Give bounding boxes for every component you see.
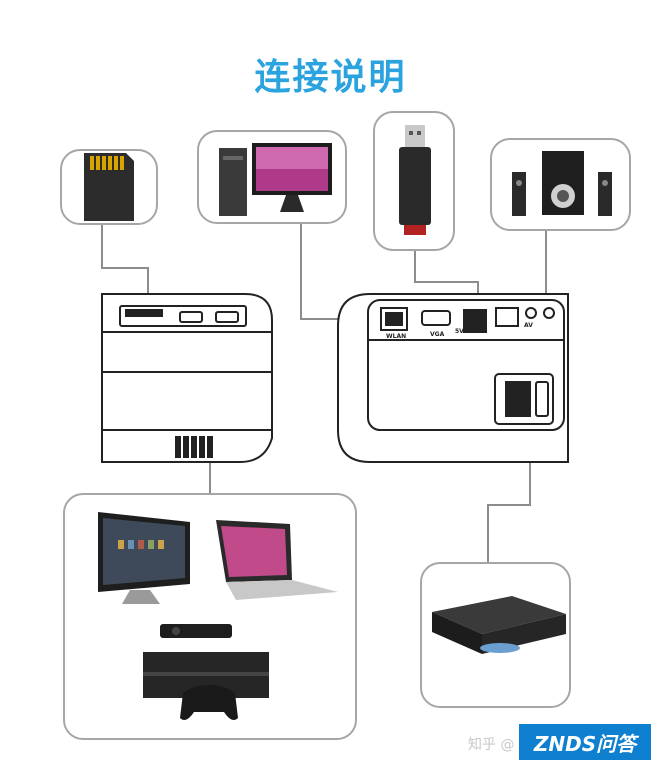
game-console-icon xyxy=(143,624,269,720)
tv-monitor-icon xyxy=(98,512,190,604)
usb-drive-icon xyxy=(399,125,431,235)
vga-port-label: VGA xyxy=(430,331,445,338)
page-title: 连接说明 xyxy=(254,57,407,98)
znds-logo: ZNDS问答 xyxy=(517,722,653,762)
projector-left-side xyxy=(101,293,273,463)
pc-icon xyxy=(219,143,332,216)
av-port-label: AV xyxy=(524,322,533,329)
zhihu-watermark: 知乎 @ xyxy=(468,737,515,753)
wlan-port-label: WLAN xyxy=(386,333,406,340)
laptop-icon xyxy=(216,520,338,600)
5v-port-label: 5V xyxy=(455,328,464,335)
dvd-player-icon xyxy=(432,596,566,654)
sd-connector-line xyxy=(101,225,149,312)
sd-card-icon xyxy=(84,153,134,221)
speakers-icon xyxy=(512,151,612,216)
projector-right-side xyxy=(337,293,569,463)
